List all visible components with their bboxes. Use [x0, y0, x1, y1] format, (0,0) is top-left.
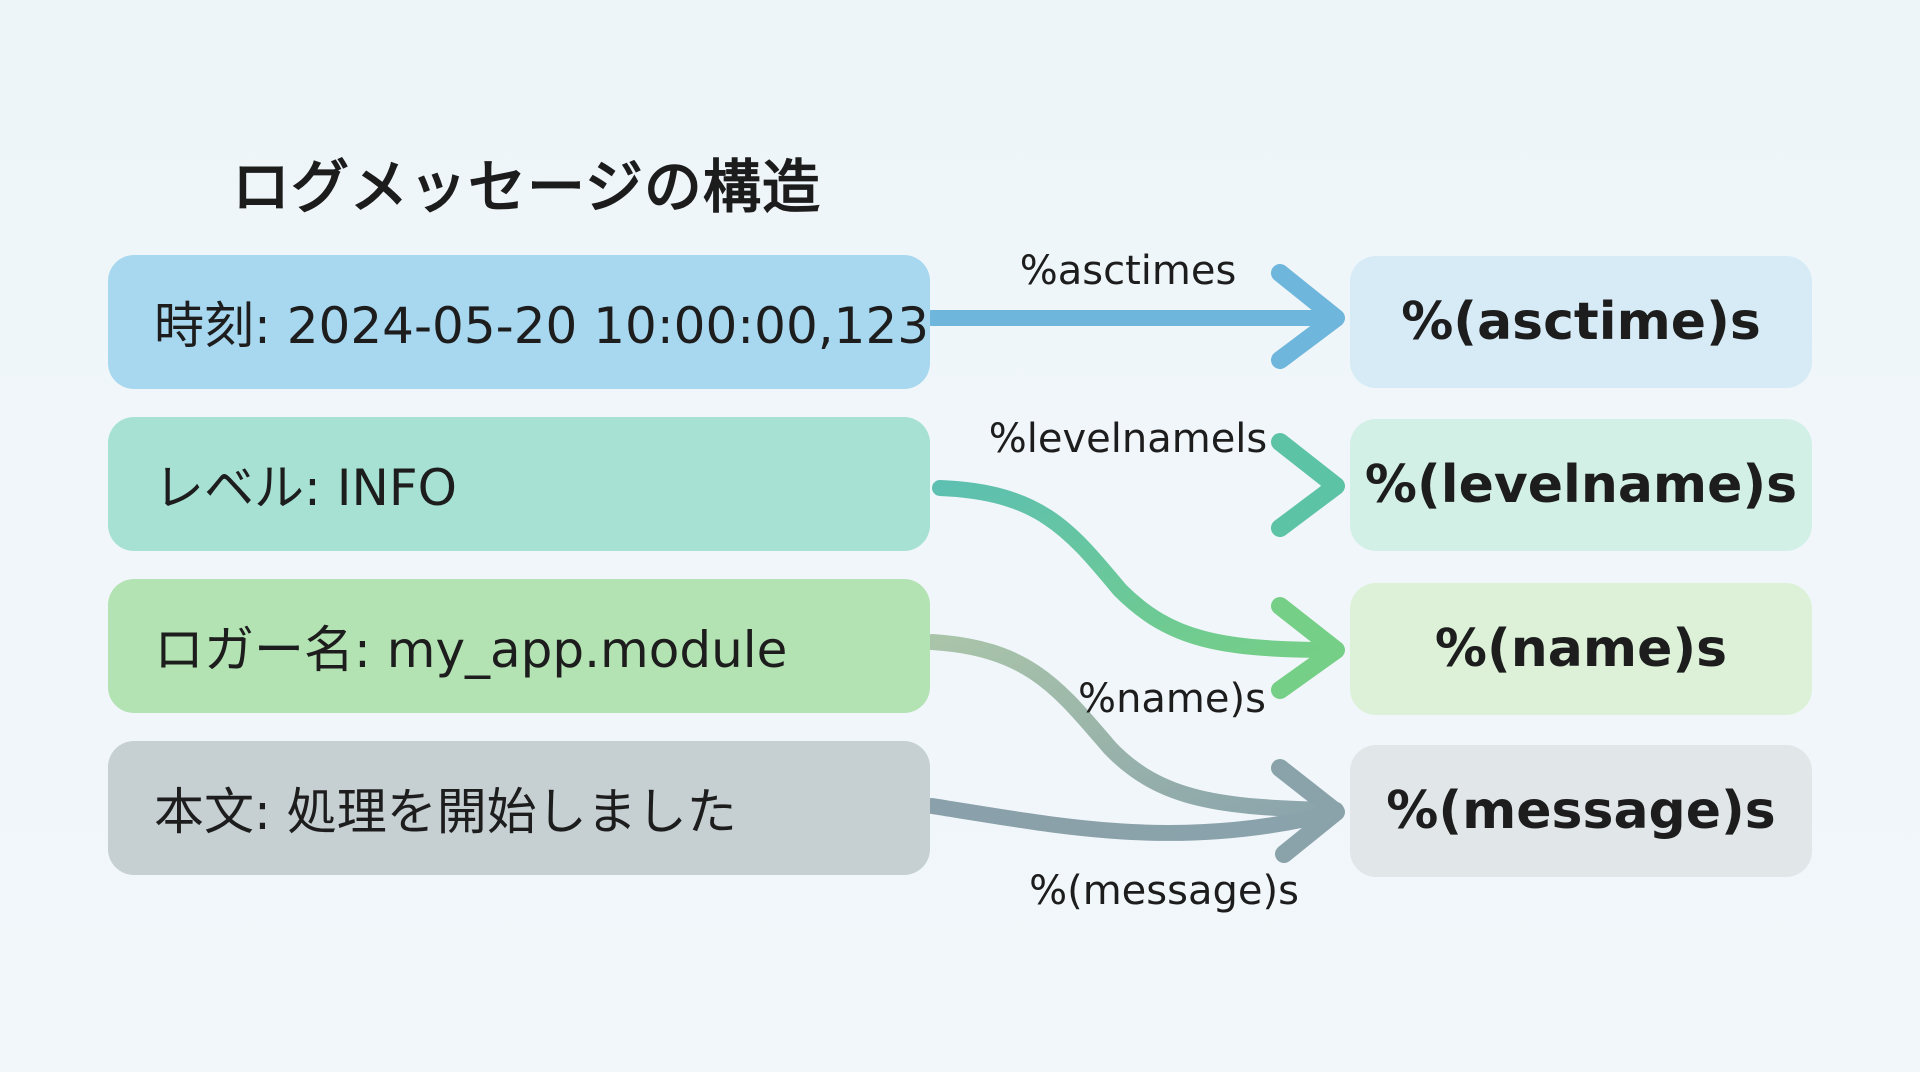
arrowhead-asctime [1271, 264, 1345, 369]
target-text-message: %(message)s [1386, 781, 1776, 841]
arrowhead-message [1271, 759, 1345, 863]
source-box-logger: ロガー名: my_app.module [108, 579, 930, 713]
arrow-label-levelname: %levelnamels [988, 416, 1268, 462]
source-text-logger: ロガー名: my_app.module [154, 621, 788, 679]
target-box-name: %(name)s [1350, 583, 1812, 715]
arrow-label-name: %name)s [1078, 676, 1266, 722]
arrow-message [924, 798, 1344, 841]
diagram-title: ログメッセージの構造 [232, 153, 821, 221]
source-text-message: 本文: 処理を開始しました [154, 783, 737, 841]
arrow-name [932, 480, 1344, 658]
source-text-level: レベル: INFO [154, 459, 458, 517]
target-text-levelname: %(levelname)s [1364, 455, 1798, 515]
target-box-asctime: %(asctime)s [1350, 256, 1812, 388]
target-box-message: %(message)s [1350, 745, 1812, 877]
arrowhead-levelname [1271, 433, 1345, 537]
source-box-time: 時刻: 2024-05-20 10:00:00,123 [108, 255, 930, 389]
target-box-levelname: %(levelname)s [1350, 419, 1812, 551]
arrow-label-message: %(message)s [1029, 868, 1299, 914]
source-text-time: 時刻: 2024-05-20 10:00:00,123 [154, 297, 930, 355]
target-text-asctime: %(asctime)s [1401, 292, 1761, 352]
arrow-label-asctime: %asctimes [1019, 248, 1237, 294]
target-text-name: %(name)s [1434, 619, 1728, 679]
source-box-level: レベル: INFO [108, 417, 930, 551]
arrow-logger-to-message [924, 634, 1344, 818]
source-box-message: 本文: 処理を開始しました [108, 741, 930, 875]
arrowhead-name [1271, 597, 1345, 699]
